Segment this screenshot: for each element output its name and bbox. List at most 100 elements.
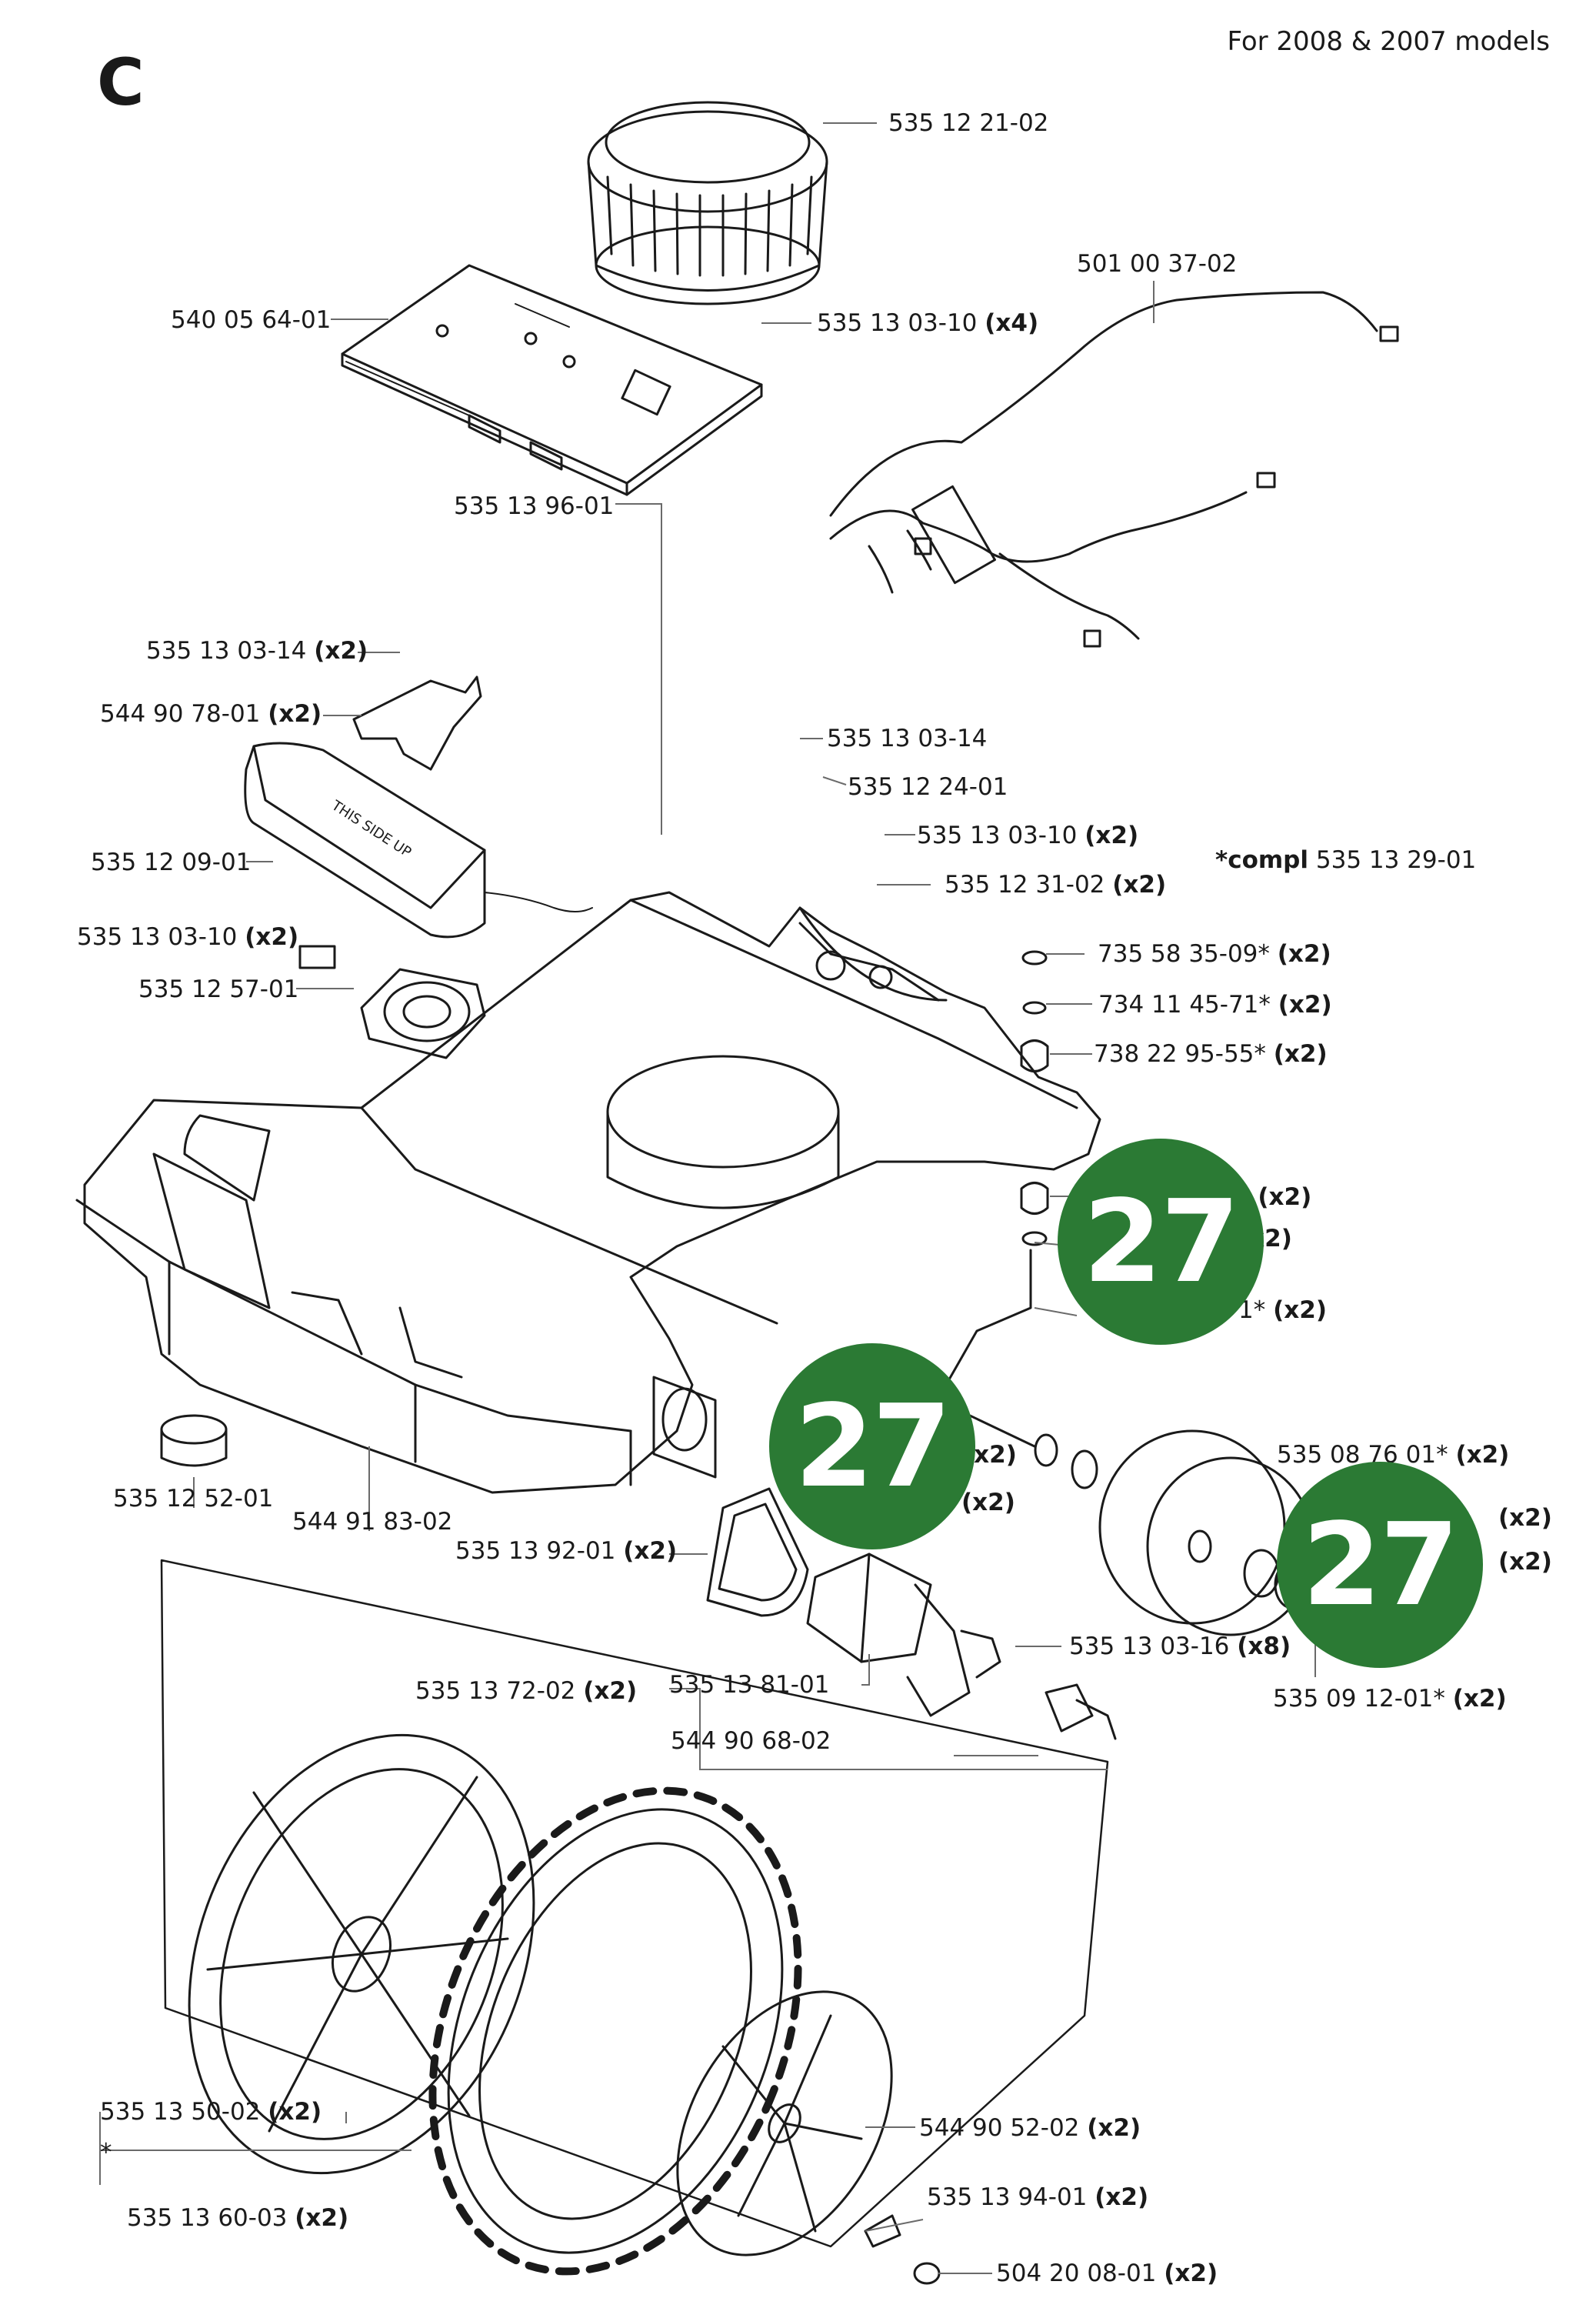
- part-quantity: (x2): [1455, 1441, 1510, 1469]
- part-quantity: (x2): [1085, 822, 1139, 849]
- part-number: 535 12 52-01: [113, 1485, 274, 1513]
- part-label: 501 00 37-02: [1077, 250, 1237, 278]
- part-label: 535 09 12-01* (x2): [1273, 1685, 1507, 1713]
- part-label: 535 13 03-10 (x4): [817, 309, 1038, 337]
- battery-pack: THIS SIDE UP: [244, 742, 593, 939]
- battery-label: THIS SIDE UP: [328, 797, 414, 861]
- part-quantity: (x2): [295, 2204, 349, 2232]
- part-quantity: (x2): [1112, 871, 1167, 899]
- part-label: 535 13 03-10 (x2): [917, 822, 1138, 849]
- part-number: 535 12 57-01: [138, 976, 299, 1003]
- cable-harness: [829, 291, 1399, 648]
- part-quantity: (x2): [268, 700, 322, 728]
- part-number: 544 90 68-02: [671, 1727, 831, 1755]
- part-number: 738 22 95-55*: [1094, 1040, 1266, 1068]
- wheel-tyre: [428, 1786, 802, 2276]
- part-number: 540 05 64-01: [171, 306, 332, 334]
- part-label: 535 13 94-01 (x2): [927, 2183, 1148, 2211]
- leader-lines: [99, 122, 1316, 2274]
- model-note: For 2008 & 2007 models: [1227, 26, 1550, 57]
- part-quantity: (x2): [1277, 940, 1331, 968]
- part-label: (x2): [1498, 1504, 1552, 1532]
- part-label: 535 13 60-03 (x2): [127, 2204, 348, 2232]
- part-number: 535 13 03-10: [817, 309, 978, 337]
- part-number: 734 11 45-71*: [1098, 991, 1271, 1019]
- part-number: 535 13 81-01: [669, 1671, 830, 1699]
- part-number: 535 09 12-01*: [1273, 1685, 1445, 1713]
- part-label: 535 12 57-01: [138, 976, 298, 1003]
- part-number: 535 13 03-16: [1069, 1633, 1230, 1660]
- ring-foot: [160, 1414, 228, 1467]
- part-quantity: (x2): [623, 1537, 678, 1565]
- part-number: 535 13 03-10: [77, 923, 238, 951]
- part-number: 535 13 60-03: [127, 2204, 288, 2232]
- part-quantity: (x2): [1498, 1548, 1552, 1576]
- part-label: (x2): [1498, 1548, 1552, 1576]
- section-letter: C: [97, 45, 145, 120]
- part-label: 535 13 96-01: [454, 492, 614, 520]
- part-quantity: (x2): [1452, 1685, 1507, 1713]
- part-label: 535 12 24-01: [848, 773, 1008, 801]
- part-number: 535 13 92-01: [455, 1537, 616, 1565]
- part-quantity: (x2): [1498, 1504, 1552, 1532]
- part-label: 535 13 81-01: [669, 1671, 829, 1699]
- compl-part: 535 13 29-01: [1315, 846, 1477, 874]
- speaker: [298, 945, 486, 1059]
- part-number: 535 13 03-10: [917, 822, 1078, 849]
- part-label: 504 20 08-01 (x2): [996, 2260, 1218, 2287]
- part-quantity: (x2): [1278, 991, 1332, 1019]
- part-label: (x2): [961, 1489, 1015, 1516]
- part-label: 734 11 45-71* (x2): [1098, 991, 1332, 1019]
- part-number: 501 00 37-02: [1077, 250, 1238, 278]
- part-label: 544 90 78-01 (x2): [100, 700, 322, 728]
- part-label: 535 12 21-02: [888, 109, 1048, 137]
- part-quantity: (x2): [268, 2098, 322, 2126]
- assembly-outline: [160, 1559, 1109, 2248]
- part-quantity: (x2): [961, 1489, 1015, 1516]
- part-label: 738 22 95-55* (x2): [1094, 1040, 1328, 1068]
- part-quantity: (x2): [1258, 1183, 1312, 1211]
- part-number: 535 13 96-01: [454, 492, 615, 520]
- part-label: 535 13 03-10 (x2): [77, 923, 298, 951]
- part-label: 535 13 03-16 (x8): [1069, 1633, 1291, 1660]
- part-quantity: (x2): [1095, 2183, 1149, 2211]
- part-quantity: (x2): [245, 923, 299, 951]
- part-number: 735 58 35-09*: [1098, 940, 1270, 968]
- part-label: 535 08 76 01* (x2): [1277, 1441, 1509, 1469]
- battery-bracket: [352, 675, 482, 771]
- part-number: 504 20 08-01: [996, 2260, 1157, 2287]
- part-quantity: (x2): [314, 637, 368, 665]
- part-label: 535 13 92-01 (x2): [455, 1537, 677, 1565]
- part-number: 535 12 21-02: [888, 109, 1049, 137]
- part-number: 535 13 03-14: [827, 725, 988, 752]
- part-quantity: (x8): [1237, 1633, 1291, 1660]
- part-quantity: (x2): [1164, 2260, 1218, 2287]
- part-number: 535 13 03-14: [146, 637, 307, 665]
- part-label: 540 05 64-01: [171, 306, 331, 334]
- part-label: 544 90 52-02 (x2): [919, 2114, 1141, 2142]
- part-label: 1* (x2): [1238, 1296, 1327, 1324]
- step-badge: 27: [1277, 1462, 1483, 1668]
- part-quantity: (x2): [583, 1677, 638, 1705]
- circuit-board: [341, 264, 763, 496]
- part-label: 544 91 83-02: [292, 1508, 452, 1536]
- part-quantity: (x4): [985, 309, 1039, 337]
- part-label: 535 12 31-02 (x2): [945, 871, 1166, 899]
- part-quantity: (x2): [1087, 2114, 1141, 2142]
- step-badge: 27: [769, 1343, 975, 1549]
- part-label: 535 12 09-01: [91, 849, 251, 876]
- part-number: 535 12 31-02: [945, 871, 1105, 899]
- motor-assembly: [706, 1487, 1117, 1740]
- part-number: 544 91 83-02: [292, 1508, 453, 1536]
- step-badge: 27: [1058, 1139, 1264, 1345]
- part-number: 544 90 78-01: [100, 700, 261, 728]
- part-label: 735 58 35-09* (x2): [1098, 940, 1331, 968]
- part-number: *: [100, 2139, 112, 2166]
- part-quantity: (x2): [1273, 1296, 1327, 1324]
- compl-prefix: *compl: [1215, 846, 1309, 874]
- part-number: 535 13 72-02: [415, 1677, 576, 1705]
- part-number: 535 12 24-01: [848, 773, 1008, 801]
- part-label: 535 12 52-01: [113, 1485, 273, 1513]
- compl-note: *compl 535 13 29-01: [1215, 846, 1476, 874]
